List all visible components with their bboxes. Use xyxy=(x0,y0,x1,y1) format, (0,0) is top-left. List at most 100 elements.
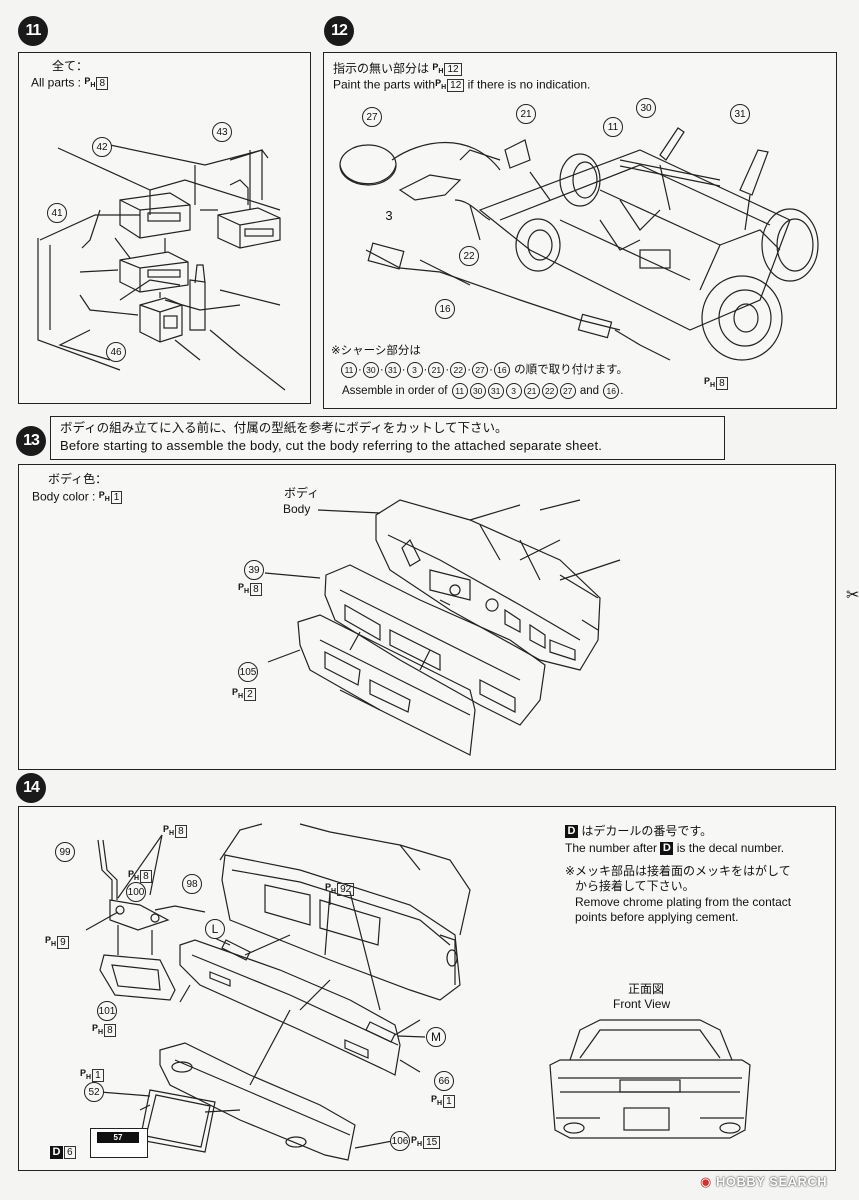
part-105-ph-value: 2 xyxy=(244,687,256,701)
part-39-ph-value: 8 xyxy=(250,582,262,596)
paint-ph-icon: PH xyxy=(431,1094,443,1107)
watermark: ◉ HOBBY SEARCH xyxy=(700,1174,827,1189)
decal-d-icon: D xyxy=(50,1146,63,1160)
assemble-6: 22 xyxy=(541,383,558,399)
step-14-panel xyxy=(18,806,836,1171)
ph-1-value: 1 xyxy=(92,1068,104,1082)
part-106-label: 106 xyxy=(390,1131,410,1151)
step-13-color-jp: ボディ色： xyxy=(48,472,108,486)
order-5: 21 xyxy=(428,362,445,378)
assemble-8: 16 xyxy=(603,383,620,399)
paint-ph-icon: PH xyxy=(232,687,244,700)
ph-66-value: 1 xyxy=(443,1094,455,1108)
step-14-chrome-jp-1: ※メッキ部品は接着面のメッキをはがして xyxy=(565,864,791,878)
paint-ph-icon: PH xyxy=(84,76,96,89)
step-13-color-en-label: Body color : xyxy=(32,489,96,504)
step-13-body-jp: ボディ xyxy=(284,486,320,500)
step-14-decal-jp: D はデカールの番号です。 xyxy=(565,824,712,839)
step-12-chassis-jp: ※シャーシ部分は xyxy=(331,345,421,357)
step-12-note-en-b: if there is no indication. xyxy=(467,77,591,92)
part-99-label: 99 xyxy=(55,842,75,862)
watermark-logo-icon: ◉ xyxy=(700,1174,712,1189)
assemble-1: 11 xyxy=(451,383,468,399)
part-98-label: 98 xyxy=(182,874,202,894)
step-14-decal-en: The number after D is the decal number. xyxy=(565,841,784,856)
paint-ph-icon: PH xyxy=(432,62,444,75)
part-16-label: 16 xyxy=(435,299,455,319)
part-66-label: 66 xyxy=(434,1071,454,1091)
assemble-7: 27 xyxy=(559,383,576,399)
decal-6-value: 6 xyxy=(64,1146,76,1160)
step-12-chassis-jp-b: の順で取り付けます。 xyxy=(514,364,628,377)
order-4: 3 xyxy=(406,362,423,378)
ph-101-value: 8 xyxy=(104,1023,116,1037)
paint-ph-icon: PH xyxy=(98,490,110,503)
part-101-label: 101 xyxy=(97,1001,117,1021)
step-13-cut-jp: ボディの組み立てに入る前に、付属の型紙を参考にボディをカットして下さい。 xyxy=(60,421,508,435)
step-13-cut-en: Before starting to assemble the body, cu… xyxy=(60,438,603,453)
assemble-5: 21 xyxy=(523,383,540,399)
paint-ph-icon: PH xyxy=(163,824,175,837)
step-14-chrome-en-2: points before applying cement. xyxy=(575,910,739,924)
order-8: 16 xyxy=(493,362,510,378)
order-7: 27 xyxy=(472,362,489,378)
part-52-label: 52 xyxy=(84,1082,104,1102)
step-12-note-en-ph: 12 xyxy=(447,78,465,92)
order-6: 22 xyxy=(450,362,467,378)
order-3: 31 xyxy=(384,362,401,378)
ph-top-8-value: 8 xyxy=(175,824,187,838)
paint-ph-icon: PH xyxy=(45,935,57,948)
decal-d-icon: D xyxy=(660,842,674,856)
step-14-chrome-jp-2: から接着して下さい。 xyxy=(575,879,695,893)
part-42-label: 42 xyxy=(92,137,112,157)
paint-ph-icon: PH xyxy=(238,582,250,595)
paint-ph-icon: PH xyxy=(704,376,716,389)
watermark-text: HOBBY SEARCH xyxy=(715,1174,828,1189)
step-11-paint-ph: 8 xyxy=(96,76,108,90)
step-14-decal-jp-text: はデカールの番号です。 xyxy=(581,824,713,838)
step-14-decal-en-a: The number after xyxy=(565,841,658,855)
step-13-badge: 13 xyxy=(16,426,46,456)
step-13-color-ph: 1 xyxy=(110,490,123,504)
step-14-decal-en-b: is the decal number. xyxy=(676,841,785,855)
part-46-label: 46 xyxy=(106,342,126,362)
step-11-badge: 11 xyxy=(18,16,48,46)
step-12-assemble-en-label: Assemble in order of xyxy=(342,385,448,398)
step-13-cut-note xyxy=(50,416,725,460)
step-14-badge: 14 xyxy=(16,773,46,803)
assemble-4: 3 xyxy=(505,383,522,399)
part-30-label: 30 xyxy=(636,98,656,118)
paint-ph-icon: PH xyxy=(435,78,447,91)
part-21-label: 21 xyxy=(516,104,536,124)
paint-ph-icon: PH xyxy=(128,869,140,882)
step-12-note-jp-ph: 12 xyxy=(444,62,462,76)
paint-ph-icon: PH xyxy=(80,1068,92,1081)
step-14-front-en: Front View xyxy=(613,997,671,1011)
step-13-body-en: Body xyxy=(283,502,311,516)
paint-ph-icon: PH xyxy=(92,1023,104,1036)
step-12-note-jp-text: 指示の無い部分は xyxy=(333,61,430,76)
part-3-label: 3 xyxy=(380,206,398,224)
part-31-label: 31 xyxy=(730,104,750,124)
step-12-badge: 12 xyxy=(324,16,354,46)
part-41-label: 41 xyxy=(47,203,67,223)
paint-ph-icon: PH xyxy=(411,1135,423,1148)
ph-92-value: 92 xyxy=(337,882,355,896)
step-14-chrome-en-1: Remove chrome plating from the contact xyxy=(575,895,792,909)
decal-6-plate: 57 xyxy=(90,1128,148,1158)
part-27-label: 27 xyxy=(362,107,382,127)
